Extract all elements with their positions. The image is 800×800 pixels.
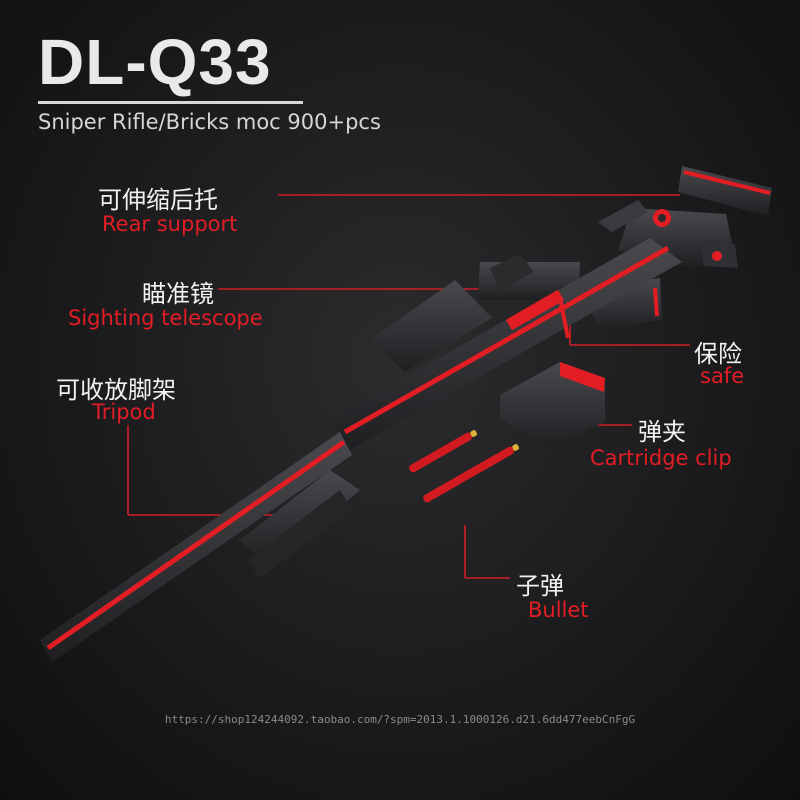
safety-label-en: safe: [700, 364, 745, 388]
scope-label-en: Sighting telescope: [68, 306, 263, 330]
product-title: DL-Q33: [38, 26, 272, 98]
shop-url: https://shop124244092.taobao.com/?spm=20…: [164, 713, 636, 726]
receiver-and-barrel: [40, 238, 682, 662]
bullet-10: [493, 444, 520, 463]
tripod-label-en: Tripod: [92, 400, 156, 424]
tripod: [240, 470, 360, 578]
title-underline: [38, 101, 303, 104]
cartridge-clip-label-zh: 弹夹: [638, 418, 686, 446]
scope: [370, 254, 580, 372]
rear-stock: [598, 166, 772, 268]
scope-label-zh: 瞄准镜: [142, 280, 214, 308]
product-subtitle: Sniper Rifle/Bricks moc 900+pcs: [38, 110, 381, 134]
magazine: [500, 362, 605, 448]
bullet-4: [451, 430, 478, 449]
bullet-label-en: Bullet: [528, 598, 589, 622]
safety-label-zh: 保险: [694, 340, 742, 368]
tripod-label-zh: 可收放脚架: [56, 376, 176, 404]
rear-support-label-zh: 可伸缩后托: [98, 186, 218, 214]
bullets: [409, 430, 520, 503]
cartridge-clip-label-en: Cartridge clip: [590, 446, 732, 470]
bullet-label-zh: 子弹: [516, 572, 564, 600]
leader-lines: [127, 194, 690, 579]
rear-support-label-en: Rear support: [102, 212, 238, 236]
